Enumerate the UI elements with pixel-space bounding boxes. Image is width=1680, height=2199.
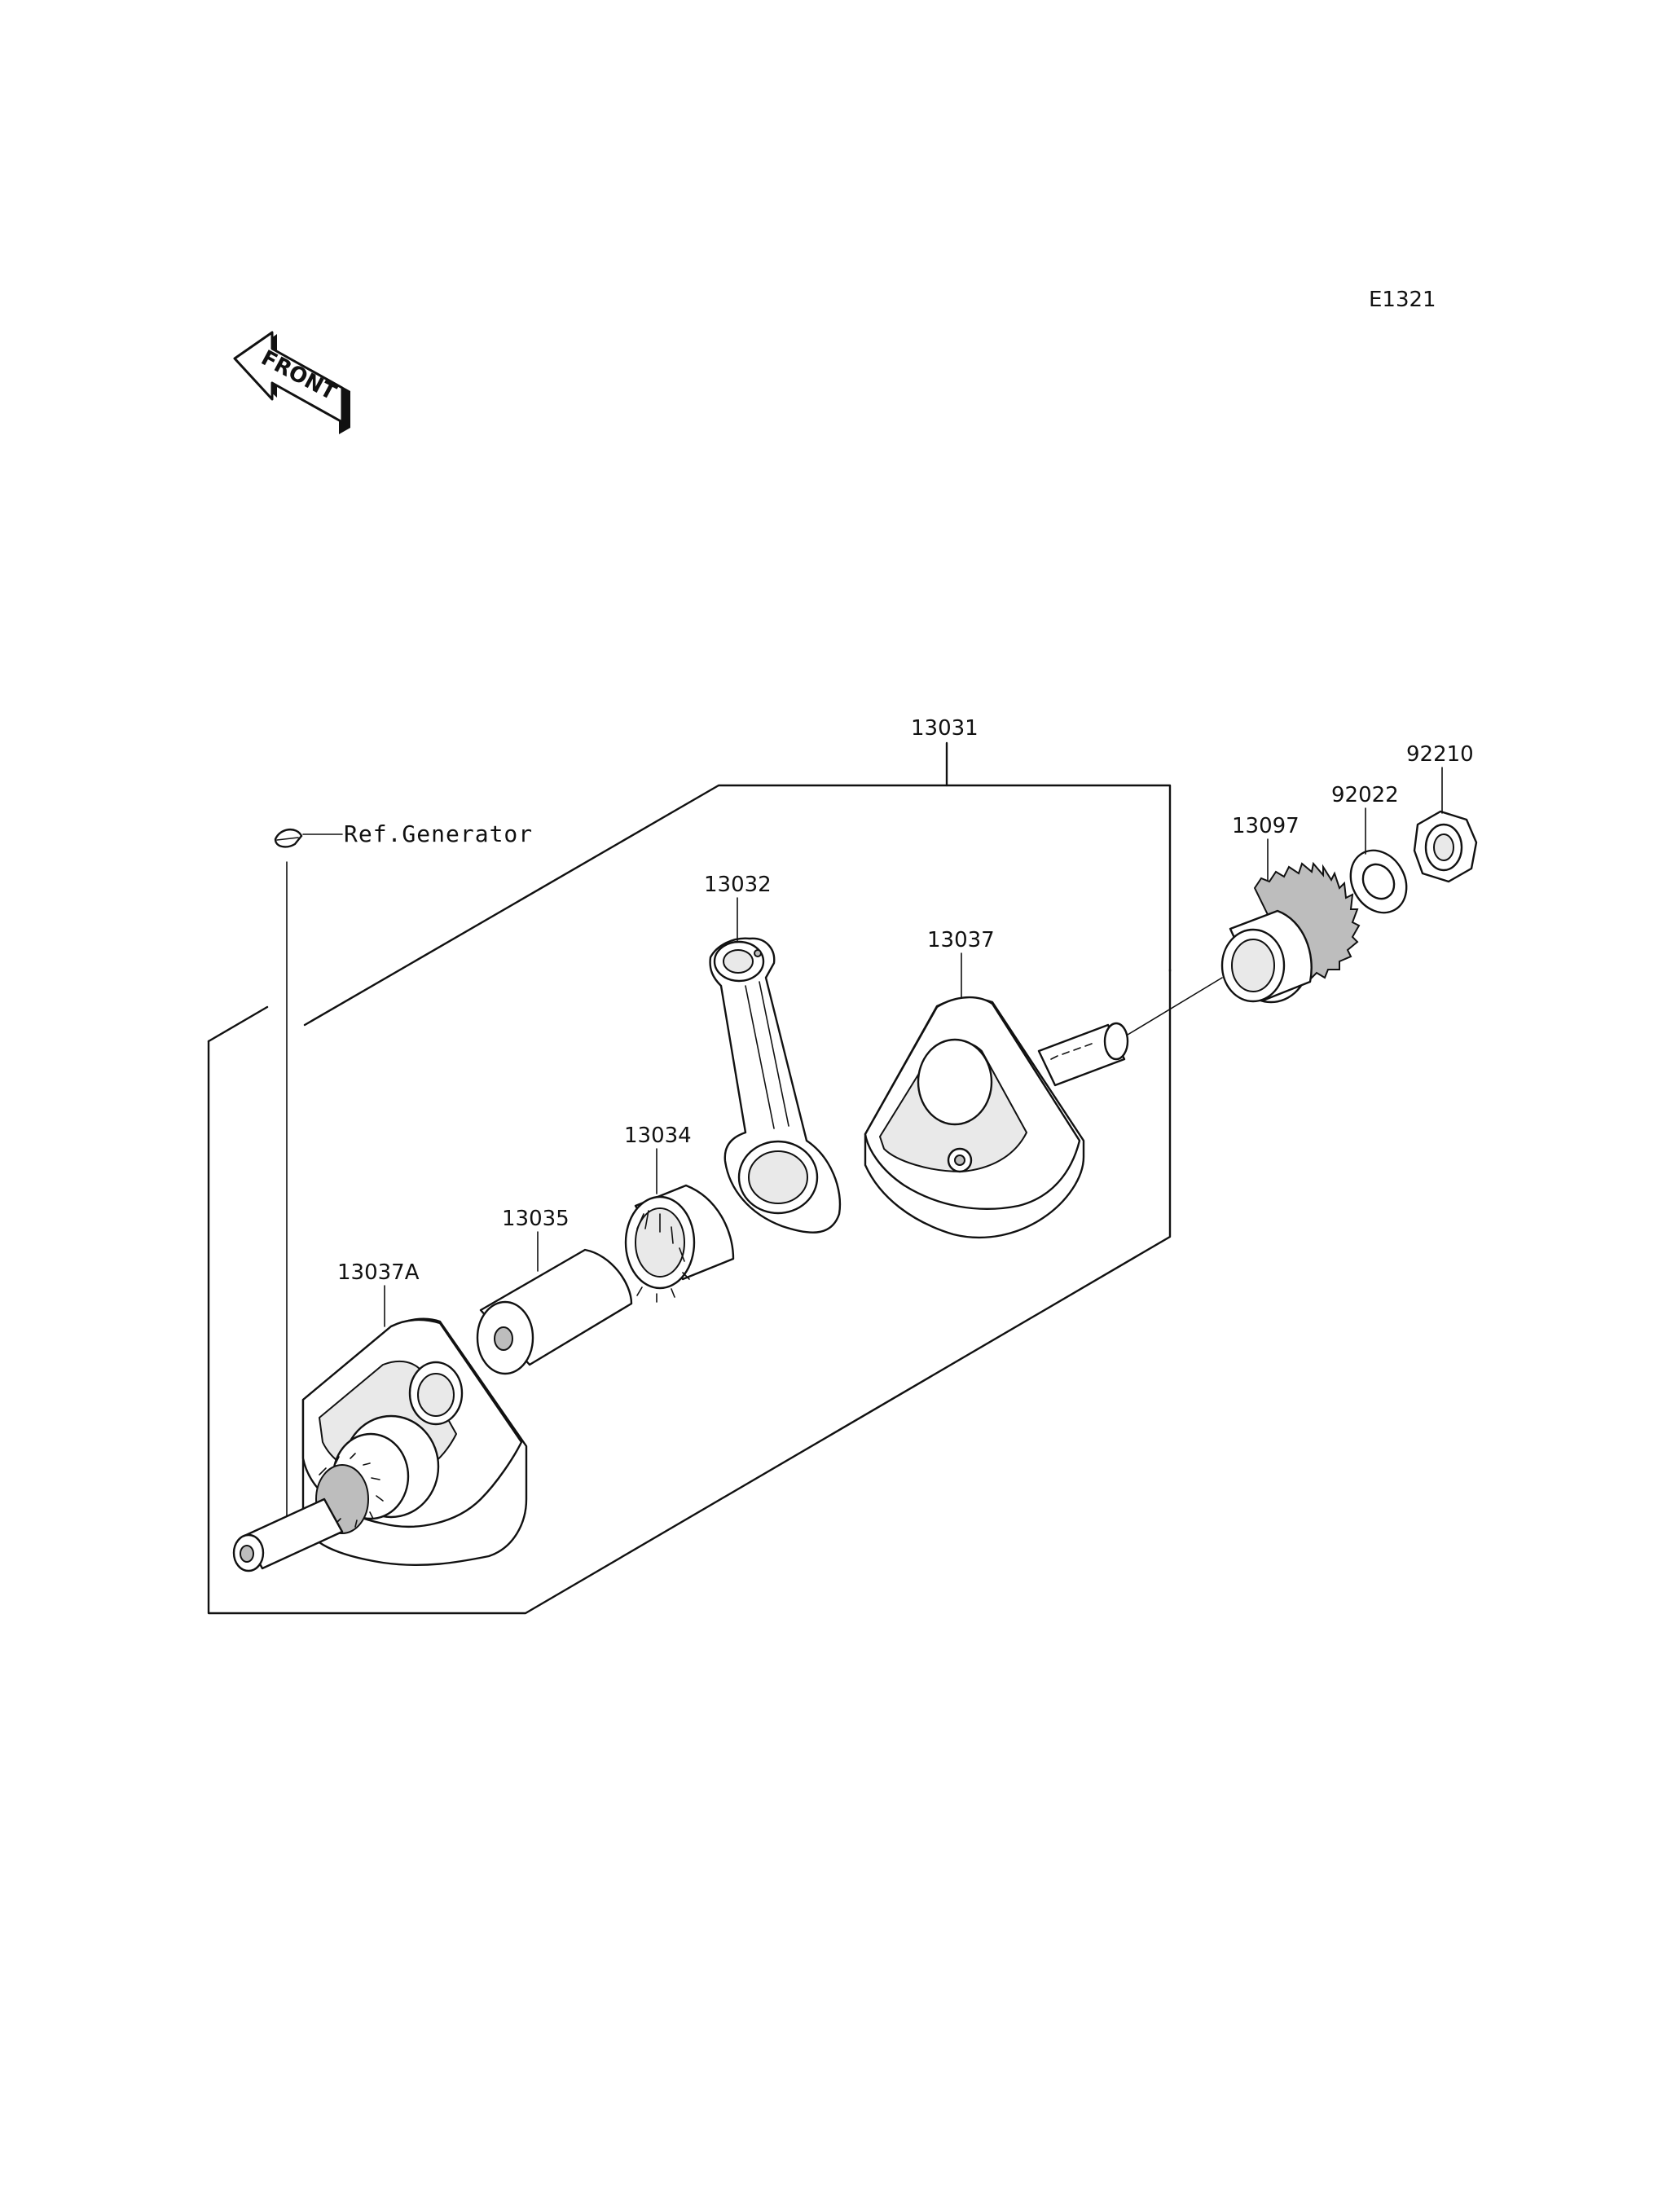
right-crank-half-13037 (864, 996, 1129, 1239)
reference-label: Ref.Generator (344, 820, 533, 847)
left-crank-half-13037A (232, 1317, 528, 1572)
front-arrow-icon: FRONT (233, 331, 350, 434)
needle-bearing-13034 (624, 1184, 735, 1303)
gear-13097 (1220, 861, 1361, 1004)
label-92210: 92210 (1406, 742, 1474, 767)
assembly-bracket-13031 (207, 741, 1172, 1615)
shaft-axis-line (1127, 977, 1223, 1036)
label-13034: 13034 (624, 1124, 692, 1148)
connecting-rod-13032 (709, 937, 842, 1234)
diagram-code: E1321 (1369, 288, 1436, 312)
woodruff-key-icon (274, 829, 303, 848)
label-13037: 13037 (927, 928, 995, 952)
crank-pin-13035 (476, 1248, 633, 1375)
label-13031: 13031 (911, 716, 979, 741)
label-13037A: 13037A (337, 1260, 420, 1285)
label-13097: 13097 (1232, 814, 1300, 838)
label-13032: 13032 (704, 873, 772, 897)
label-13035: 13035 (502, 1207, 570, 1231)
label-92022: 92022 (1331, 783, 1399, 807)
nut-92210 (1413, 810, 1478, 883)
washer-92022 (1349, 849, 1408, 914)
